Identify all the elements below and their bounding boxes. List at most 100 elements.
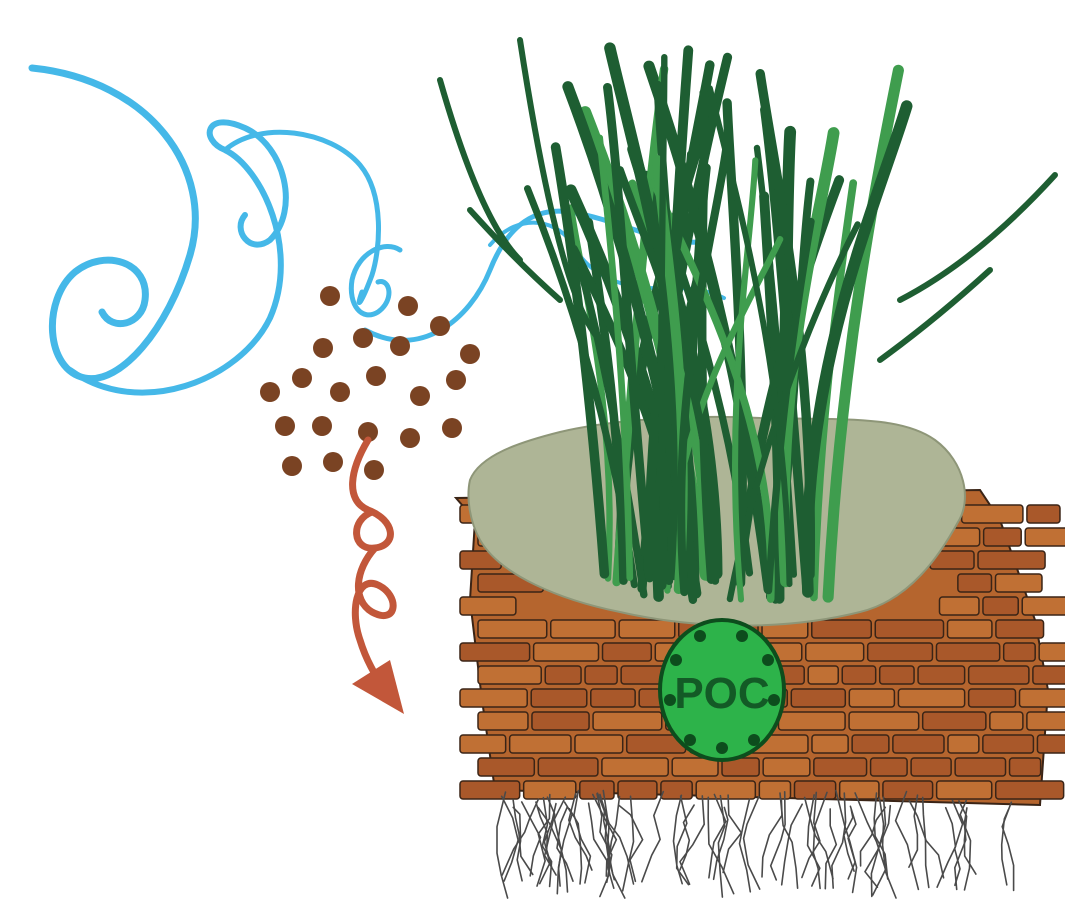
sediment-brick — [603, 643, 652, 661]
poc-dot — [694, 630, 706, 642]
sediment-brick — [602, 758, 668, 776]
sediment-brick — [995, 574, 1041, 592]
sediment-brick — [842, 666, 875, 684]
sediment-brick — [868, 643, 933, 661]
sediment-brick — [1004, 643, 1035, 661]
sediment-particle — [442, 418, 462, 438]
sediment-brick — [763, 758, 810, 776]
sediment-brick — [911, 758, 951, 776]
poc-dot — [736, 630, 748, 642]
sediment-particle — [353, 328, 373, 348]
sediment-particle — [410, 386, 430, 406]
root — [642, 792, 664, 882]
sediment-brick — [1037, 735, 1065, 753]
root — [723, 795, 741, 872]
sediment-particle — [313, 338, 333, 358]
sediment-brick — [923, 712, 986, 730]
sediment-brick — [812, 620, 871, 638]
poc-dot — [762, 654, 774, 666]
sediment-brick — [1025, 528, 1065, 546]
sediment-brick — [880, 666, 914, 684]
poc-label: POC — [674, 669, 769, 718]
sediment-particle — [320, 286, 340, 306]
sediment-particle — [364, 460, 384, 480]
sediment-brick — [875, 620, 943, 638]
sediment-brick — [898, 689, 964, 707]
sediment-brick — [990, 712, 1023, 730]
sediment-brick — [814, 758, 867, 776]
sediment-particle — [446, 370, 466, 390]
poc-dot — [670, 654, 682, 666]
sediment-brick — [958, 574, 992, 592]
sediment-brick — [591, 689, 635, 707]
root — [771, 792, 785, 880]
sediment-brick — [551, 620, 615, 638]
root — [832, 793, 846, 888]
sediment-brick — [585, 666, 617, 684]
sediment-brick — [937, 781, 992, 799]
sediment-brick — [936, 643, 999, 661]
sediment-brick — [840, 781, 879, 799]
sediment-brick — [545, 666, 581, 684]
sediment-brick — [618, 781, 657, 799]
sediment-brick — [1039, 643, 1065, 661]
sediment-particle — [460, 344, 480, 364]
sediment-brick — [948, 620, 992, 638]
sediment-brick — [794, 781, 835, 799]
root — [1002, 802, 1013, 890]
sediment-brick — [1027, 712, 1065, 730]
sediment-brick — [918, 666, 965, 684]
sediment-brick — [619, 620, 675, 638]
sediment-brick — [460, 735, 506, 753]
root — [937, 808, 955, 888]
sediment-particle — [430, 316, 450, 336]
sediment-brick — [983, 597, 1018, 615]
sediment-brick — [534, 643, 599, 661]
sediment-particle — [275, 416, 295, 436]
sediment-brick — [478, 758, 534, 776]
sediment-particle — [292, 368, 312, 388]
sediment-brick — [510, 735, 571, 753]
sediment-particle — [323, 452, 343, 472]
sediment-brick — [812, 735, 848, 753]
sediment-particle — [312, 416, 332, 436]
root — [762, 800, 782, 877]
sediment-brick — [883, 781, 933, 799]
sediment-brick — [1027, 505, 1060, 523]
sediment-brick — [778, 712, 845, 730]
sediment-particle — [330, 382, 350, 402]
poc-bubble: POC — [660, 620, 784, 760]
sediment-brick — [849, 712, 919, 730]
sediment-brick — [948, 735, 979, 753]
sediment-brick — [984, 528, 1022, 546]
sediment-brick — [460, 781, 520, 799]
sediment-brick — [478, 712, 528, 730]
sediment-brick — [969, 689, 1016, 707]
sediment-brick — [696, 781, 755, 799]
sediment-brick — [996, 620, 1044, 638]
sediment-brick — [1020, 689, 1065, 707]
sediment-brick — [978, 551, 1045, 569]
sediment-brick — [1010, 758, 1041, 776]
sediment-brick — [871, 758, 908, 776]
sediment-brick — [460, 597, 516, 615]
sediment-brick — [759, 781, 790, 799]
sediment-brick — [791, 689, 845, 707]
seagrass-blade — [661, 57, 665, 577]
root — [497, 792, 508, 898]
root — [593, 795, 617, 875]
sediment-brick — [852, 735, 889, 753]
poc-dot — [748, 734, 760, 746]
sediment-brick — [849, 689, 894, 707]
sediment-brick — [478, 620, 547, 638]
root — [836, 791, 857, 893]
sediment-brick — [955, 758, 1005, 776]
sediment-brick — [593, 712, 662, 730]
sediment-brick — [939, 597, 978, 615]
sediment-brick — [808, 666, 838, 684]
sediment-brick — [575, 735, 623, 753]
sediment-brick — [460, 689, 527, 707]
settling-arrow — [352, 440, 404, 714]
sediment-brick — [806, 643, 864, 661]
sediment-brick — [538, 758, 598, 776]
